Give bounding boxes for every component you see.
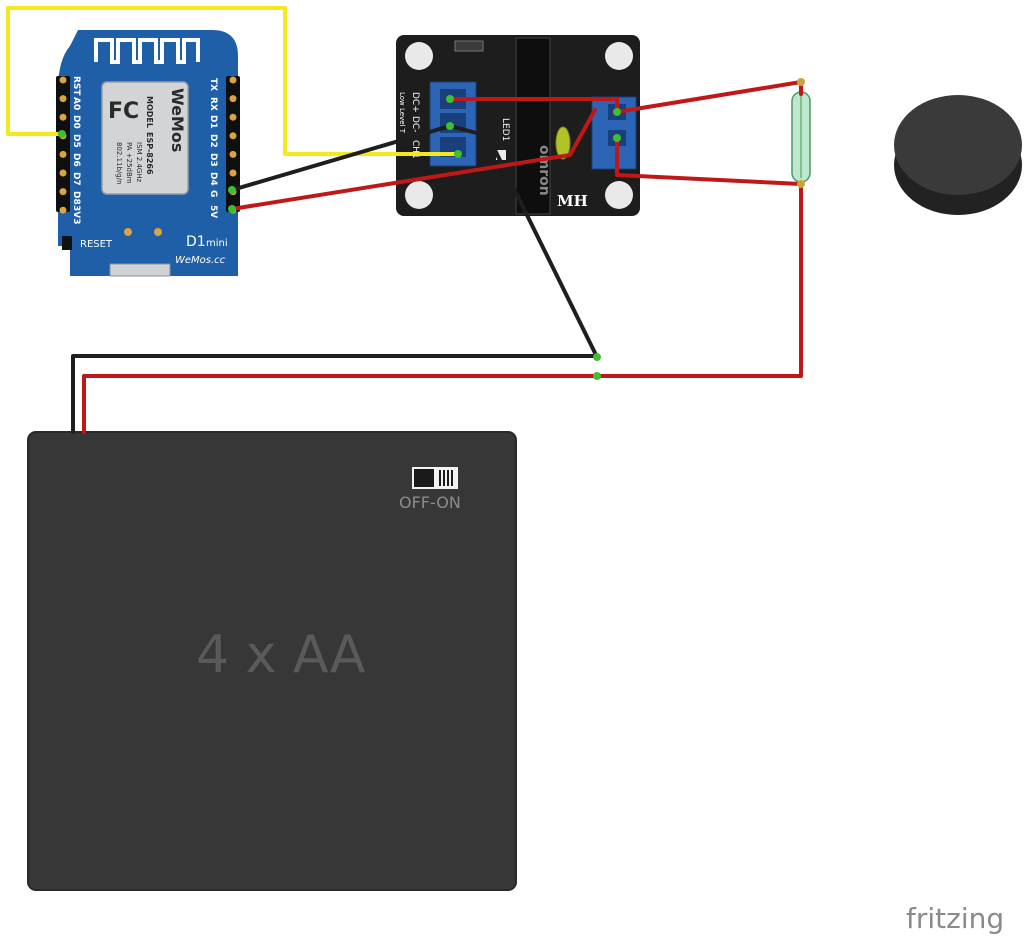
wire-black-g-to-dc-minus: [230, 124, 452, 192]
magnet: [894, 95, 1022, 215]
pin-label-d1: D1: [208, 115, 218, 129]
fcc-logo: FC: [108, 99, 139, 124]
wemos-d1-mini-board: FC WeMos MODEL ESP-8266 ISM 2.4GHz PA +2…: [56, 30, 240, 277]
mounting-hole: [405, 181, 433, 209]
pin-label-d3: D3: [208, 153, 218, 167]
header-pin: [59, 169, 67, 177]
header-pin: [59, 76, 67, 84]
wifi-antenna: [94, 38, 200, 64]
pin-label-rst: RST: [71, 76, 81, 96]
relay-body: [515, 37, 551, 215]
board-pad: [124, 228, 132, 236]
header-pin: [229, 113, 237, 121]
mounting-hole: [605, 42, 633, 70]
module-model: ESP-8266: [145, 132, 154, 175]
fritzing-watermark: fritzing: [906, 902, 1004, 935]
wire-red-reed-to-battery: [596, 182, 803, 378]
board-website: WeMos.cc: [175, 255, 226, 266]
label-dc-plus: DC+: [410, 92, 420, 113]
wire-black-dc-minus-to-battery: [448, 124, 599, 359]
module-spec-2: PA +25dBm: [125, 142, 133, 184]
pin-label-5v: 5V: [208, 205, 218, 218]
header-pin: [59, 188, 67, 196]
header-pin: [229, 76, 237, 84]
header-pin: [59, 150, 67, 158]
header-pin: [229, 95, 237, 103]
board-name: D1: [186, 234, 206, 250]
header-pin: [229, 150, 237, 158]
label-low-level: Low Level T: [398, 92, 406, 134]
board-pad: [154, 228, 162, 236]
label-led1: LED1: [500, 118, 510, 141]
right-header-pins: [226, 76, 240, 212]
pin-label-d2: D2: [208, 134, 218, 148]
module-model-label: MODEL: [145, 96, 154, 128]
usb-connector: [109, 263, 171, 277]
pin-label-3v3: 3V3: [71, 205, 81, 225]
header-pin: [59, 206, 67, 214]
wire-red-5v-to-relay: [230, 108, 597, 211]
header-pin: [59, 113, 67, 121]
label-ch1: CH1: [410, 140, 420, 159]
wire-red-battery: [82, 374, 598, 434]
mounting-hole: [405, 42, 433, 70]
pin-label-d5: D5: [71, 134, 81, 148]
reset-button: [62, 236, 72, 250]
battery-switch-label: OFF-ON: [399, 493, 461, 512]
pin-label-g: G: [208, 190, 218, 197]
capacitor: [555, 126, 571, 160]
wires: [6, 6, 803, 434]
board-variant: mini: [206, 238, 228, 249]
pin-label-rx: RX: [208, 97, 218, 111]
relay-module: omron DC+ DC- CH1 Low Level T LED1 MH: [396, 35, 640, 216]
led: [496, 150, 506, 160]
pin-label-tx: TX: [208, 78, 218, 91]
wemos-module-logo: WeMos: [168, 88, 187, 152]
left-header-pins: [56, 76, 70, 212]
pin-label-d8: D8: [71, 191, 81, 205]
header-pin: [229, 169, 237, 177]
pin-label-d4: D4: [208, 172, 218, 186]
diode: [454, 40, 484, 52]
pin-label-d0: D0: [71, 115, 81, 129]
pin-label-d7: D7: [71, 172, 81, 186]
reed-switch: [791, 91, 811, 183]
header-pin: [229, 132, 237, 140]
battery-label: 4 x AA: [196, 625, 366, 685]
module-spec-3: 802.11b/g/n: [115, 142, 123, 185]
battery-pack: OFF-ON 4 x AA: [27, 431, 517, 891]
pin-label-d6: D6: [71, 153, 81, 167]
header-pin: [59, 95, 67, 103]
maker-label: MH: [557, 192, 588, 210]
wire-red-output-to-reed: [615, 80, 803, 114]
pin-label-a0: A0: [71, 97, 81, 110]
wire-red-dcplus-to-output: [448, 97, 619, 114]
wire-black-battery: [71, 354, 598, 434]
wire-yellow-d5-to-ch1: [6, 6, 460, 156]
esp-module: [101, 81, 189, 195]
relay-brand: omron: [536, 145, 552, 196]
reset-label: RESET: [80, 239, 113, 250]
label-dc-minus: DC-: [410, 116, 420, 132]
connection-points: [58, 78, 805, 380]
module-spec-1: ISM 2.4GHz: [135, 142, 143, 183]
wire-red-output-bottom-to-reed: [615, 136, 803, 186]
mounting-hole: [605, 181, 633, 209]
